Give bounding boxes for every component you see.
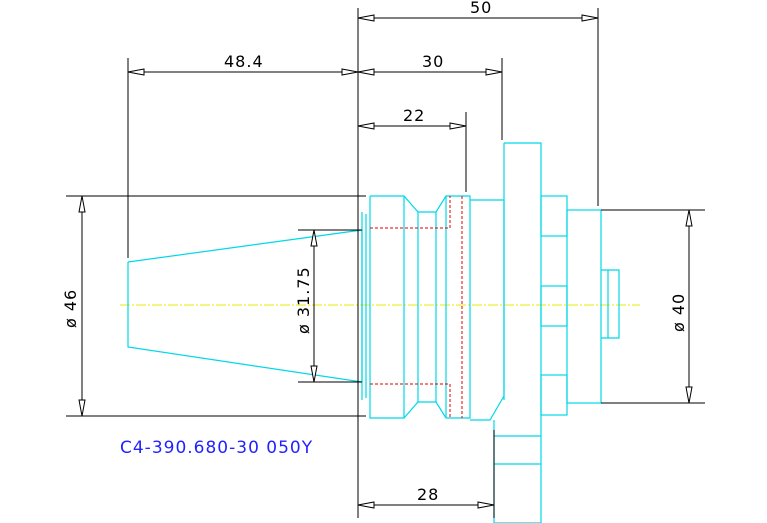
dim-30-text: 30 <box>422 52 444 71</box>
taper-shank <box>127 229 363 383</box>
nose-body <box>566 209 602 404</box>
flange-body <box>369 195 471 419</box>
dim-dia-46-text: ø 46 <box>61 289 80 328</box>
tip <box>601 269 620 339</box>
dim-22-text: 22 <box>403 106 425 125</box>
dim-48-4-text: 48.4 <box>224 52 264 71</box>
dimension-lines <box>66 8 705 518</box>
bolt-head-bottom <box>540 374 568 416</box>
bolt-head-mid <box>540 285 568 327</box>
part-code-label: C4-390.680-30 050Y <box>120 438 314 458</box>
dim-50-text: 50 <box>470 0 492 17</box>
dim-dia-40-text: ø 40 <box>669 293 688 332</box>
dim-dia-31-75-text: ø 31.75 <box>294 266 313 334</box>
dim-28-text: 28 <box>417 485 439 504</box>
bolt-head-top <box>540 195 568 237</box>
hidden-lines <box>370 196 463 418</box>
part-outline <box>127 142 620 523</box>
neck <box>470 199 505 421</box>
